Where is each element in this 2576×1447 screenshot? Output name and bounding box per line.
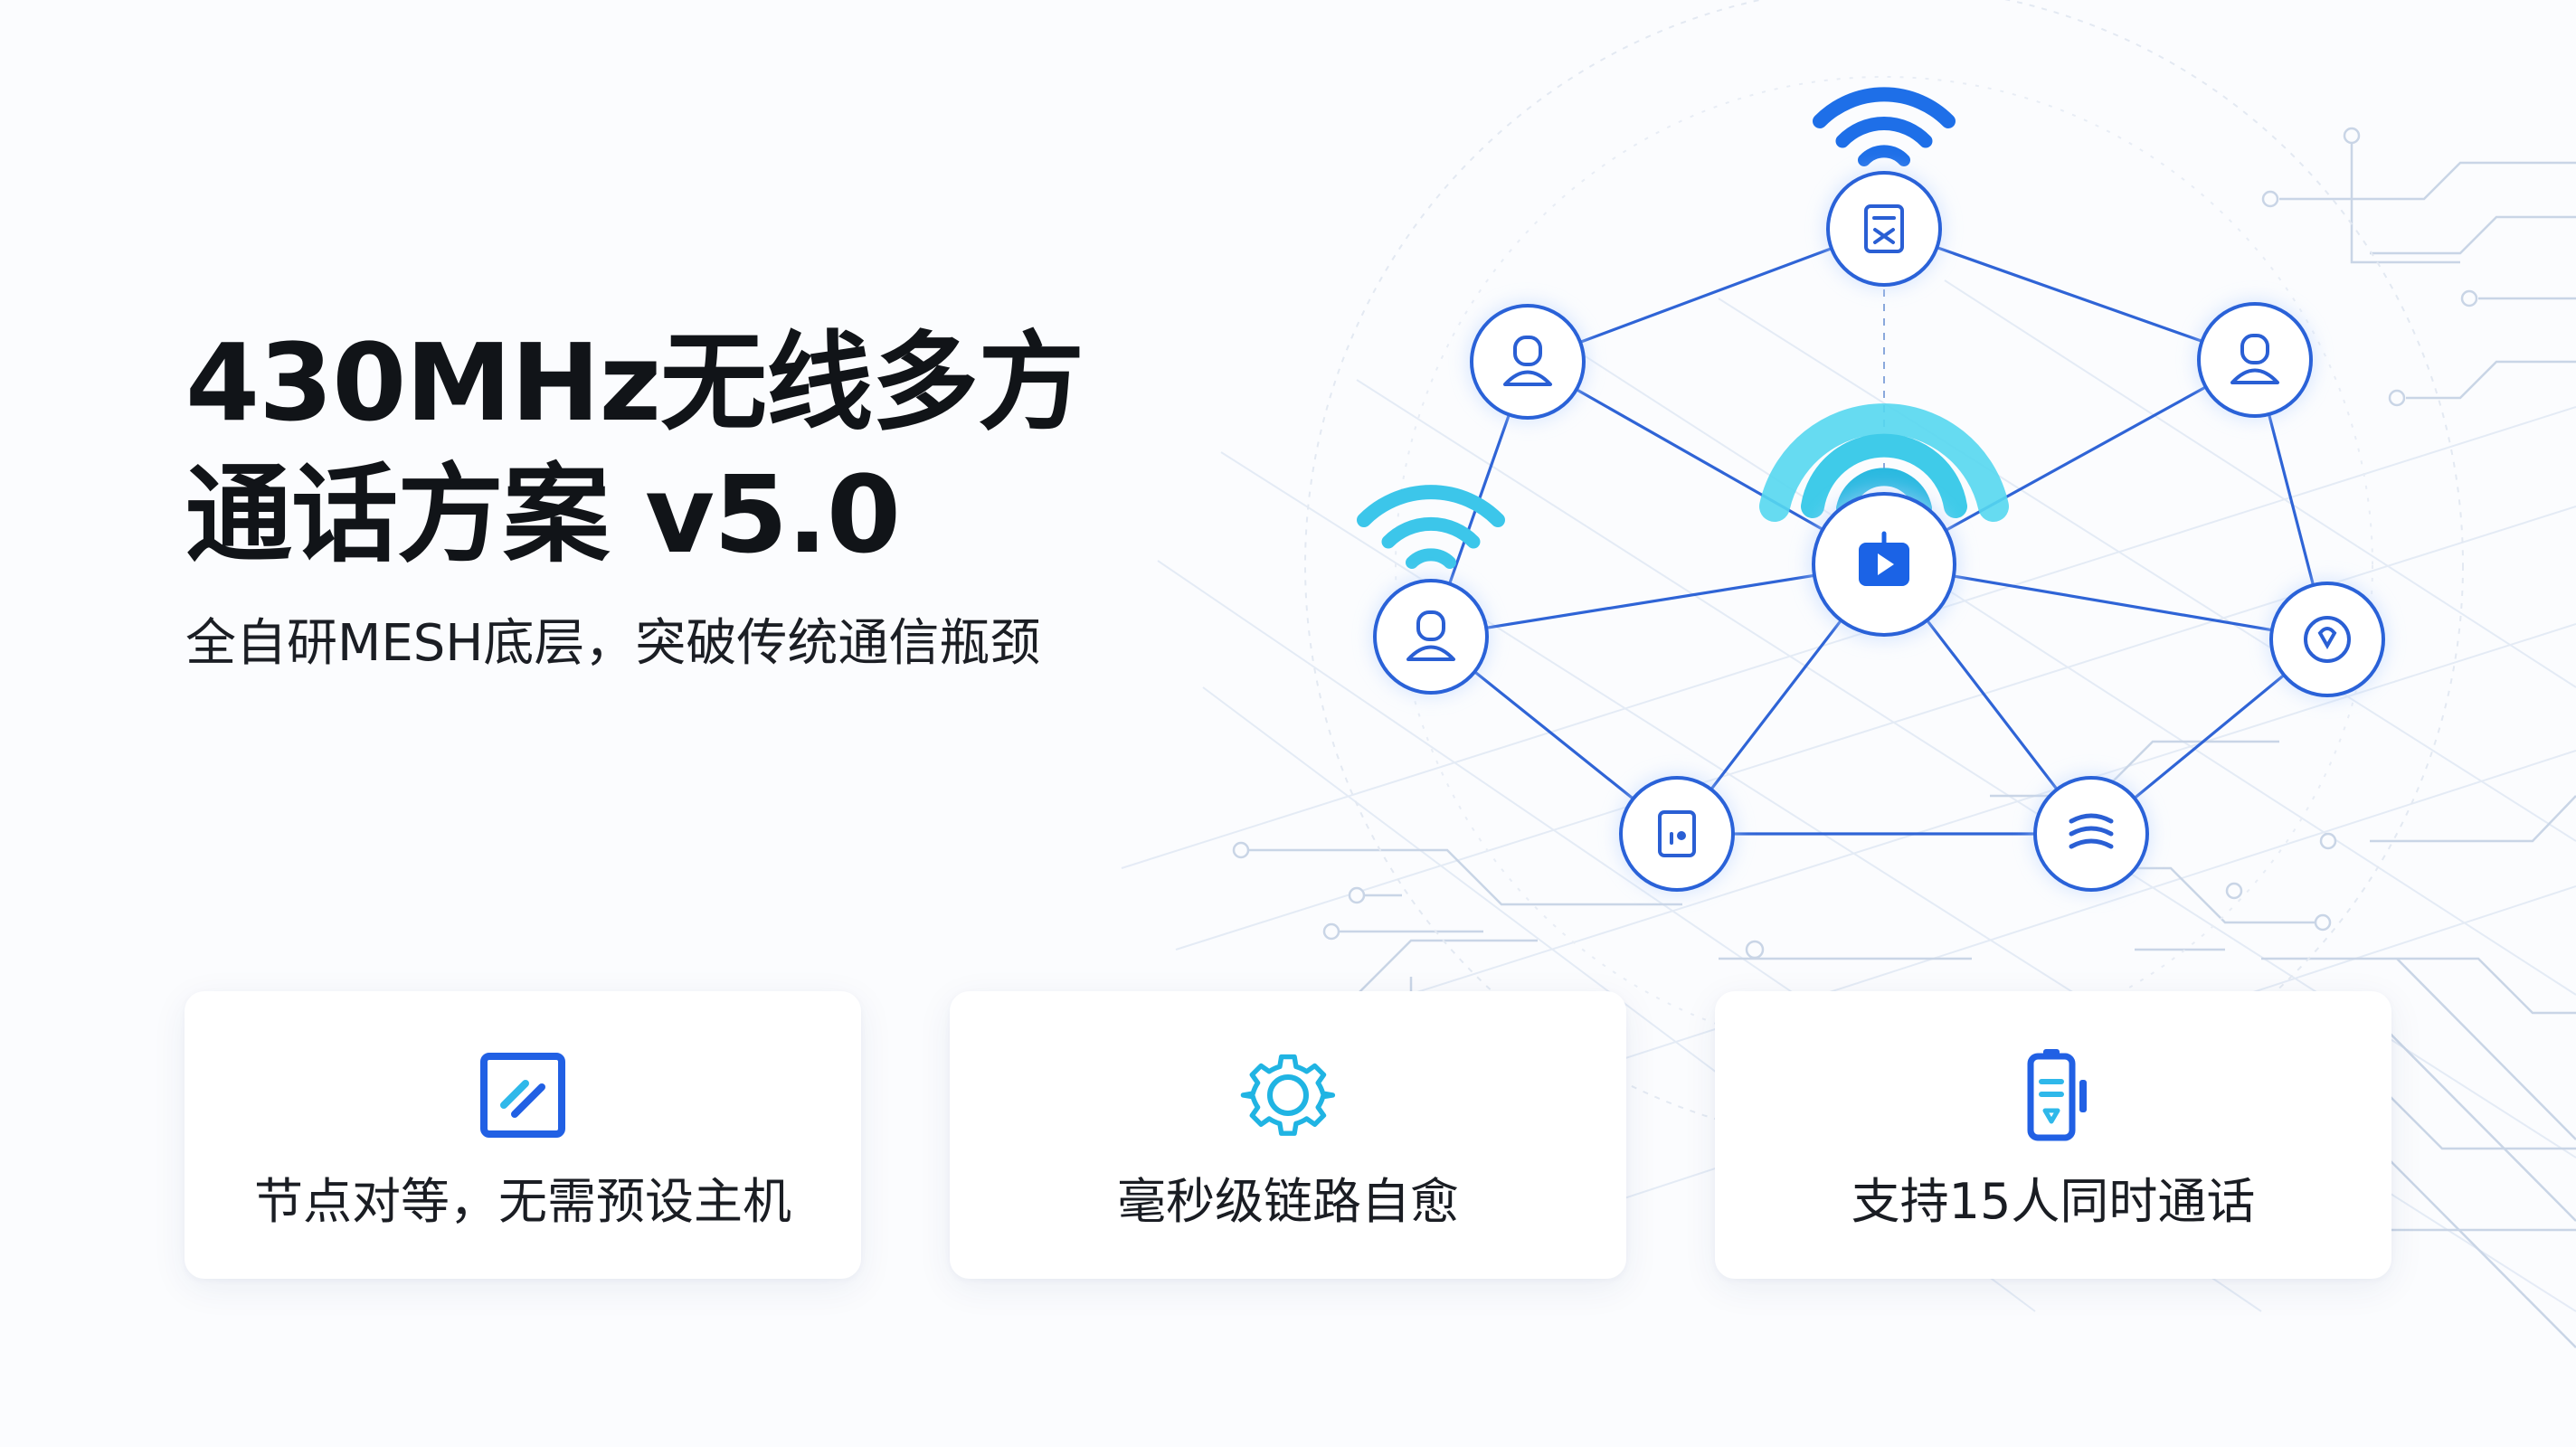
node-user-1: [1470, 304, 1586, 420]
feature-card-self-healing: 毫秒级链路自愈: [950, 991, 1626, 1279]
user-icon: [1503, 336, 1552, 386]
node-pin: [2269, 582, 2385, 697]
top-wifi-icon: [1813, 87, 1956, 166]
wave-icon: [2069, 813, 2114, 849]
feature-card-15-people: 支持15人同时通话: [1715, 991, 2391, 1279]
node-user-2: [2197, 302, 2313, 418]
gear-icon: [1240, 1054, 1336, 1136]
hero-title: 430MHz无线多方 通话方案 v5.0: [185, 317, 1180, 581]
feature-label: 节点对等，无需预设主机: [254, 1173, 791, 1230]
hero-subtitle: 全自研MESH底层，突破传统通信瓶颈: [185, 614, 1041, 673]
node-calculator: [1826, 171, 1942, 287]
center-signal-icon: [1759, 403, 2009, 522]
map-pin-icon: [2304, 616, 2351, 663]
node-wave: [2033, 776, 2149, 892]
user-icon: [1406, 610, 1455, 661]
feature-card-peer-nodes: 节点对等，无需预设主机: [185, 991, 861, 1279]
hero-title-line-2: 通话方案 v5.0: [185, 452, 901, 577]
battery-icon: [2027, 1049, 2087, 1141]
network-nodes: [1371, 169, 2387, 894]
feature-label: 支持15人同时通话: [1851, 1173, 2256, 1230]
node-user-3: [1373, 579, 1489, 695]
feature-label: 毫秒级链路自愈: [1117, 1173, 1459, 1230]
hero-title-line-1: 430MHz无线多方: [185, 320, 1084, 445]
tablet-icon: [1658, 810, 1696, 857]
user-icon: [2230, 334, 2279, 384]
node-tablet: [1619, 776, 1735, 892]
play-device-icon: [1859, 531, 1909, 586]
left-wifi-icon: [1357, 485, 1505, 569]
edit-square-icon: [480, 1053, 565, 1138]
calculator-icon: [1864, 204, 1904, 253]
